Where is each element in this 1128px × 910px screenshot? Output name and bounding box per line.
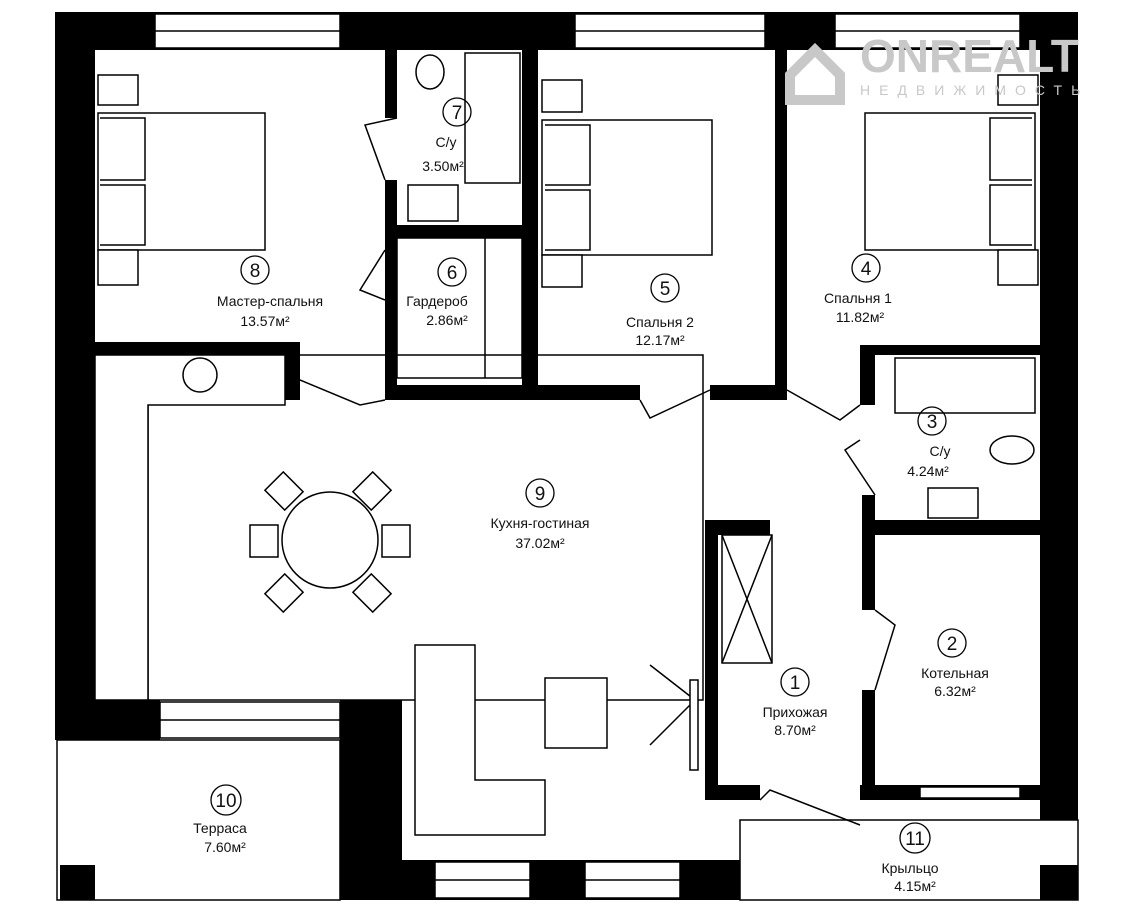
doors [299, 117, 896, 826]
room-2-number: 2 [947, 634, 958, 655]
room-3-name: С/у [930, 443, 951, 459]
room-1-area: 8.70м² [774, 722, 816, 738]
room-10-number: 10 [215, 791, 236, 812]
room-2-area: 6.32м² [934, 683, 976, 699]
room-9-name: Кухня-гостиная [490, 515, 589, 531]
room-6-name: Гардероб [406, 293, 468, 309]
watermark: ONREALT НЕДВИЖИМОСТЬ [785, 30, 1089, 105]
room-8-area: 13.57м² [240, 313, 290, 329]
bed-2 [541, 119, 713, 256]
room-5-number: 5 [660, 279, 671, 300]
windows [154, 13, 1021, 899]
room-labels [210, 97, 967, 854]
room-5-name: Спальня 2 [626, 314, 694, 330]
room-7-name: С/у [436, 134, 457, 150]
room-7-number: 7 [452, 103, 463, 124]
room-6-number: 6 [447, 263, 458, 284]
furniture [94, 52, 1039, 836]
room-text: 1 Прихожая 8.70м² 2 Котельная 6.32м² 3 С… [193, 103, 989, 894]
room-3-number: 3 [927, 412, 938, 433]
room-10-area: 7.60м² [204, 839, 246, 855]
outlines [56, 354, 1079, 901]
room-9-number: 9 [535, 484, 546, 505]
room-5-area: 12.17м² [635, 332, 685, 348]
room-3-area: 4.24м² [907, 463, 949, 479]
watermark-tagline: НЕДВИЖИМОСТЬ [860, 82, 1089, 98]
room-11-name: Крыльцо [881, 860, 938, 876]
room-4-area: 11.82м² [836, 309, 885, 325]
room-4-number: 4 [861, 259, 872, 280]
room-1-number: 1 [790, 673, 801, 694]
room-9-area: 37.02м² [515, 535, 565, 551]
room-8-number: 8 [250, 261, 261, 282]
walls [55, 12, 1078, 900]
room-11-number: 11 [905, 829, 925, 850]
house-logo-icon [785, 42, 845, 105]
room-8-name: Мастер-спальня [217, 293, 323, 309]
room-1-name: Прихожая [763, 704, 828, 720]
room-7-area: 3.50м² [422, 158, 464, 174]
room-10-name: Терраса [193, 820, 247, 836]
room-2-name: Котельная [921, 665, 989, 681]
bed-master [97, 112, 266, 251]
watermark-brand: ONREALT [860, 30, 1079, 82]
bed-1 [864, 112, 1036, 251]
room-4-name: Спальня 1 [824, 290, 892, 306]
room-6-area: 2.86м² [426, 312, 468, 328]
room-11-area: 4.15м² [894, 878, 936, 894]
